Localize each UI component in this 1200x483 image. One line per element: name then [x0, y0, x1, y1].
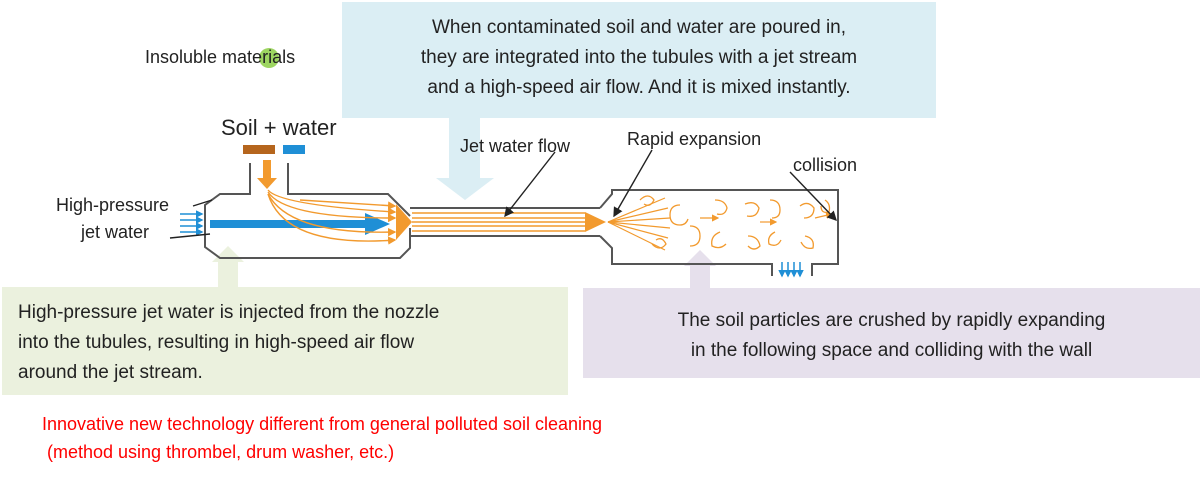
mixing-text-line: When contaminated soil and water are pou…: [431, 17, 847, 38]
rapid-expansion-label: Rapid expansion: [627, 129, 762, 149]
insoluble-dot-icon: [259, 48, 279, 68]
inlet-arrow-icon: [257, 160, 277, 189]
leader-lines: [169, 149, 837, 239]
nozzle-flow-icon: [396, 204, 412, 240]
expansion-rays: [607, 197, 671, 251]
innovation-note-line-2: (method using thrombel, drum washer, etc…: [42, 442, 395, 462]
callout-pointers: [212, 118, 716, 290]
high-pressure-label: High-pressure: [56, 195, 170, 215]
soil-water-label: Soil + water: [221, 115, 337, 140]
mixing-flow-lines: [267, 189, 397, 245]
injection-text-line: into the tubules, resulting in high-spee…: [18, 332, 415, 353]
crushing-text-line: The soil particles are crushed by rapidl…: [677, 310, 1106, 331]
water-block-icon: [283, 145, 305, 154]
injection-text-line: High-pressure jet water is injected from…: [18, 302, 440, 323]
mixing-explanation-box: When contaminated soil and water are pou…: [342, 2, 936, 118]
injection-explanation-box: High-pressure jet water is injected from…: [2, 287, 568, 395]
jet-water-label: jet water: [81, 222, 150, 242]
tube-exit-arrow-icon: [585, 212, 606, 232]
collision-label: collision: [793, 155, 858, 175]
turbulence-swirls: [639, 195, 831, 250]
mixing-text-line: they are integrated into the tubules wit…: [420, 47, 858, 68]
tube-flow-lines: [412, 212, 585, 232]
crushing-text-line: in the following space and colliding wit…: [690, 340, 1093, 361]
outlet-arrows: [778, 262, 804, 278]
innovation-note-line-1: Innovative new technology different from…: [42, 414, 603, 434]
mixing-text-line: and a high-speed air flow. And it is mix…: [427, 77, 851, 98]
high-pressure-inlet-arrows: [180, 210, 204, 236]
soil-block-icon: [243, 145, 275, 154]
jet-stream-arrow: [210, 213, 390, 235]
crushing-explanation-box: The soil particles are crushed by rapidl…: [583, 288, 1200, 378]
injection-text-line: around the jet stream.: [18, 362, 203, 383]
jet-water-flow-label: Jet water flow: [460, 136, 571, 156]
insoluble-materials-label: Insoluble materials: [145, 47, 296, 67]
